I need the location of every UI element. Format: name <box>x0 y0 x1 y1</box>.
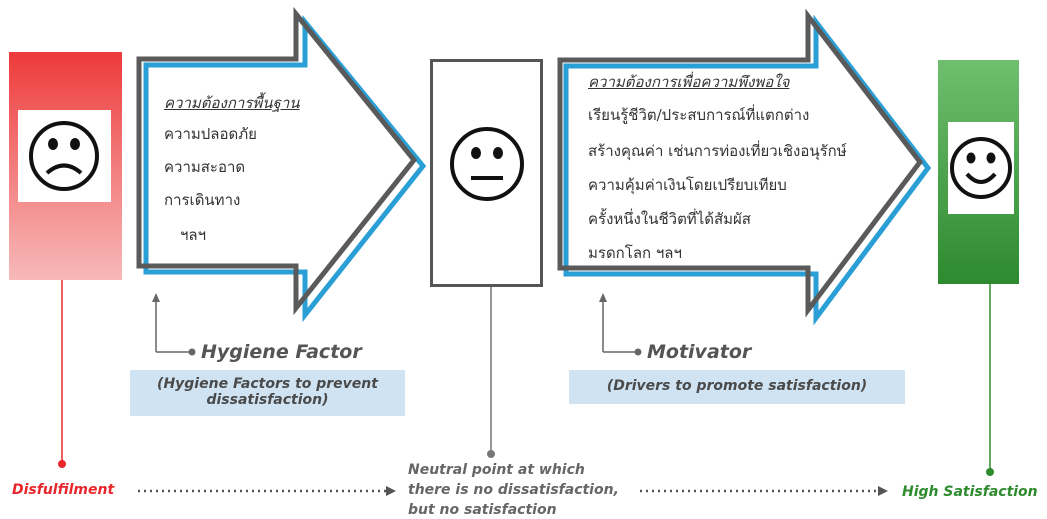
satisfaction-needs-heading: ความต้องการเพื่อความพึงพอใจ <box>588 73 790 91</box>
satisfaction-need-item: เรียนรู้ชีวิต/ประสบการณ์ที่แตกต่าง <box>588 106 810 124</box>
motivator-description-box: (Drivers to promote satisfaction) <box>569 370 905 404</box>
hygiene-factor-label: Hygiene Factor <box>201 341 362 363</box>
happy-face-tile <box>948 122 1014 214</box>
hygiene-connector <box>152 293 196 356</box>
middle-stem <box>487 287 495 458</box>
neutral-point-line: but no satisfaction <box>408 502 557 518</box>
basic-needs-heading: ความต้องการพื้นฐาน <box>164 94 300 112</box>
basic-need-item: ความปลอดภัย <box>164 125 257 143</box>
basic-need-item: การเดินทาง <box>164 191 241 209</box>
satisfaction-need-item: มรดกโลก ฯลฯ <box>588 244 682 262</box>
sad-face-tile <box>18 110 111 202</box>
hygiene-description-box: (Hygiene Factors to prevent dissatisfact… <box>130 370 405 416</box>
happy-face-icon <box>950 137 1012 199</box>
neutral-box <box>430 59 543 287</box>
basic-need-item: ฯลฯ <box>180 226 207 244</box>
neutral-point-line: there is no dissatisfaction, <box>408 482 619 498</box>
basic-need-item: ความสะอาด <box>164 158 246 176</box>
left-arrow-blue-outline <box>143 15 427 323</box>
motivator-connector <box>599 293 642 356</box>
disfulfilment-label: Disfulfilment <box>12 482 115 498</box>
high-satisfaction-label: High Satisfaction <box>902 484 1038 500</box>
left-arrow-gray-outline <box>136 6 418 316</box>
left-stem <box>58 280 66 468</box>
disfulfilment-bar <box>9 52 122 280</box>
high-satisfaction-bar <box>938 60 1019 284</box>
sad-face-icon <box>29 121 99 191</box>
satisfaction-need-item: ความคุ้มค่าเงินโดยเปรียบเทียบ <box>588 176 787 194</box>
right-arrow-gray-outline <box>557 8 924 318</box>
satisfaction-need-item: สร้างคุณค่า เช่นการท่องเที่ยวเชิงอนุรักษ… <box>588 142 847 160</box>
neutral-face-icon <box>450 127 524 201</box>
right-stem <box>986 284 994 476</box>
right-arrow-blue-outline <box>563 14 932 326</box>
neutral-point-line: Neutral point at which <box>408 462 585 478</box>
axis-arrow-left <box>138 486 396 496</box>
axis-arrow-right <box>640 486 888 496</box>
motivator-label: Motivator <box>647 341 752 363</box>
satisfaction-need-item: ครั้งหนึ่งในชีวิตที่ได้สัมผัส <box>588 210 751 228</box>
